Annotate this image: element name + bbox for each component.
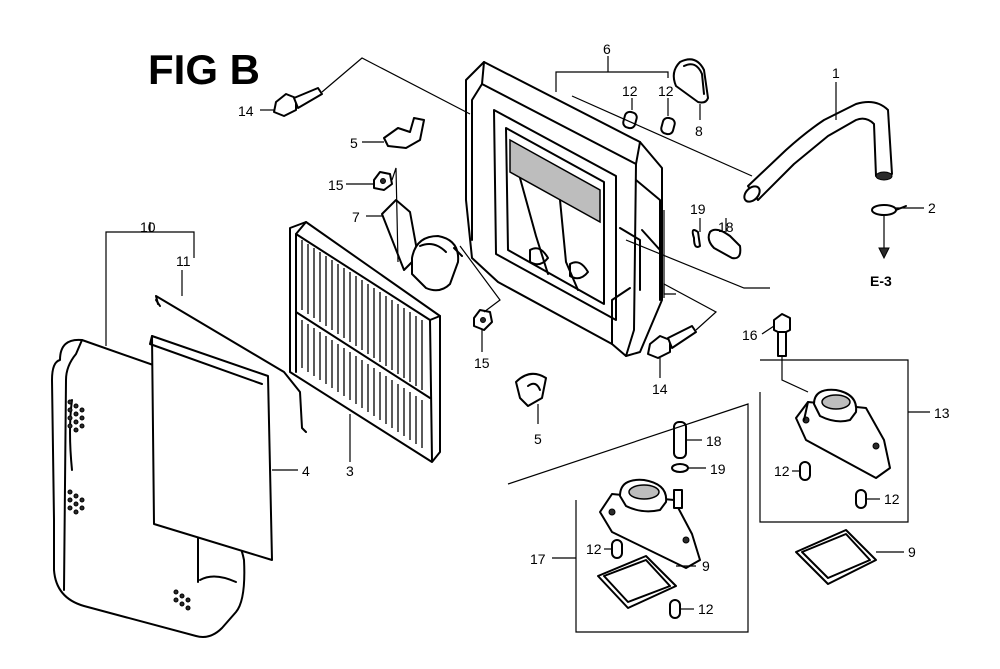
breather-tube [743,101,893,203]
callout-8: 8 [695,123,703,139]
tube-clip [871,204,907,216]
callout-19-upper: 19 [690,201,706,217]
gasket-lower [597,555,677,609]
callout-1: 1 [832,65,840,81]
callout-15-upper: 15 [328,177,344,193]
dowel-pin-13-1 [799,461,811,481]
callout-3: 3 [346,463,354,479]
gasket-right [795,529,877,585]
o-ring-upper [691,229,701,248]
air-cleaner-case [465,61,663,357]
callout-12-box13-1: 12 [774,463,790,479]
bolt-upper [273,87,323,117]
callout-9-lower: 9 [702,558,710,574]
group-box-17 [507,403,749,633]
o-ring-lower [671,463,689,473]
callout-12-case-1: 12 [622,83,638,99]
nut-upper [373,171,393,191]
callout-11: 11 [176,253,191,269]
callout-7: 7 [352,209,360,225]
callout-19-lower: 19 [710,461,726,477]
spacer-lower [673,421,687,459]
dowel-pin-17-2 [669,599,681,619]
bolt-lower [647,325,697,359]
hose-clip-upper [383,117,425,149]
nut-lower [473,309,493,331]
callout-14-lower: 14 [652,381,668,397]
intake-elbow-17 [599,478,701,569]
group-box-13 [759,359,909,523]
spacer-upper [707,228,742,260]
callout-labels: 1 2 E-3 3 4 5 5 6 7 8 9 9 10 11 12 12 12… [140,41,950,617]
callout-18-upper: 18 [718,219,734,235]
dowel-pin-case-2 [660,116,676,136]
callout-12-box17-2: 12 [698,601,714,617]
dowel-pin-case-1 [622,110,638,130]
callout-18-lower: 18 [706,433,722,449]
callout-14-upper: 14 [238,103,254,119]
paper-filter [289,221,441,463]
callout-15-lower: 15 [474,355,490,371]
callout-4: 4 [302,463,310,479]
callout-12-case-2: 12 [658,83,674,99]
callout-16: 16 [742,327,758,343]
leader-lines [105,56,930,610]
gasket-ring [672,58,709,104]
callout-17: 17 [530,551,546,567]
breather-assembly [381,199,463,292]
callout-9-right: 9 [908,544,916,560]
callout-2: 2 [928,200,936,216]
dowel-pin-17-1 [611,539,623,559]
figure-title: FIG B [148,46,260,93]
flange-bolt [773,313,791,357]
dowel-pin-13-2 [855,489,867,509]
callout-13: 13 [934,405,950,421]
callout-10: 10 [140,219,156,235]
reference-e3: E-3 [870,273,892,289]
callout-12-box13-2: 12 [884,491,900,507]
hose-clip-lower [515,372,547,407]
callout-5-lower: 5 [534,431,542,447]
pre-filter [149,335,273,561]
callout-5-upper: 5 [350,135,358,151]
intake-elbow-13 [795,388,891,479]
seal-strip [155,295,307,433]
callout-12-box17-1: 12 [586,541,602,557]
callout-6: 6 [603,41,611,57]
